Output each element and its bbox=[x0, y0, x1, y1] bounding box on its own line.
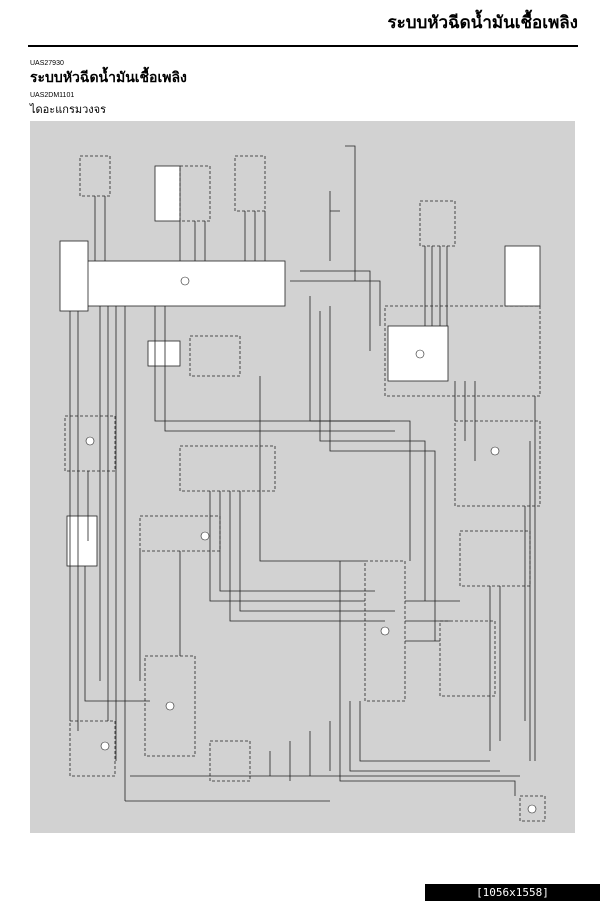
connector-right-top bbox=[504, 245, 541, 307]
wire-bundle-5 bbox=[209, 376, 395, 622]
wire-bundle-9 bbox=[94, 196, 266, 261]
wire-bundle-8 bbox=[489, 396, 536, 761]
label-marker-mid bbox=[380, 626, 390, 636]
component-right-1 bbox=[454, 420, 541, 507]
wire-bundle-2 bbox=[300, 270, 436, 641]
section-title: ระบบหัวฉีดน้ำมันเชื้อเพลิง bbox=[30, 70, 187, 86]
label-marker-relay bbox=[415, 349, 425, 359]
component-low-1 bbox=[144, 655, 196, 757]
component-mid-2 bbox=[189, 335, 241, 377]
header-rule bbox=[28, 45, 578, 47]
ecu-connector bbox=[59, 240, 89, 312]
component-low-3 bbox=[209, 740, 251, 782]
wire-bundle-6 bbox=[339, 561, 516, 796]
component-mid-1 bbox=[147, 340, 181, 367]
component-mid-3 bbox=[364, 560, 406, 702]
label-marker-low2 bbox=[165, 701, 175, 711]
subsection-code: UAS2DM1101 bbox=[30, 92, 75, 99]
component-top-3 bbox=[179, 165, 211, 222]
subsection-title: ไดอะแกรมวงจร bbox=[30, 103, 107, 116]
wire-bundle-7 bbox=[125, 721, 520, 802]
section-code: UAS27930 bbox=[30, 60, 64, 67]
component-low-4 bbox=[439, 620, 496, 697]
wire-bundle-4 bbox=[69, 311, 181, 731]
wire-bundle-3 bbox=[424, 246, 476, 461]
wire-bundle-1 bbox=[99, 280, 395, 801]
label-marker-ecu bbox=[180, 276, 190, 286]
page-header-title: ระบบหัวฉีดน้ำมันเชื้อเพลิง bbox=[387, 13, 578, 33]
footer-watermark: [1056x1558] https://upic.me/ bbox=[425, 884, 600, 916]
label-marker-low bbox=[100, 741, 110, 751]
component-top-1 bbox=[79, 155, 111, 197]
component-bottom-right bbox=[519, 795, 546, 822]
wiring-diagram bbox=[30, 121, 575, 833]
component-center-2 bbox=[179, 445, 276, 492]
component-left-2 bbox=[66, 515, 98, 567]
sub-panel-right bbox=[384, 305, 541, 397]
component-top-5 bbox=[419, 200, 456, 247]
component-left-1 bbox=[64, 415, 116, 472]
component-right-2 bbox=[459, 530, 531, 587]
label-marker-center bbox=[200, 531, 210, 541]
component-top-4 bbox=[234, 155, 266, 212]
label-marker-right bbox=[490, 446, 500, 456]
component-low-2 bbox=[69, 720, 116, 777]
wire-bundle-10 bbox=[329, 145, 356, 281]
label-marker-bottom bbox=[527, 804, 537, 814]
label-marker-left bbox=[85, 436, 95, 446]
wiring-diagram-svg bbox=[59, 145, 546, 822]
component-top-2 bbox=[154, 165, 181, 222]
